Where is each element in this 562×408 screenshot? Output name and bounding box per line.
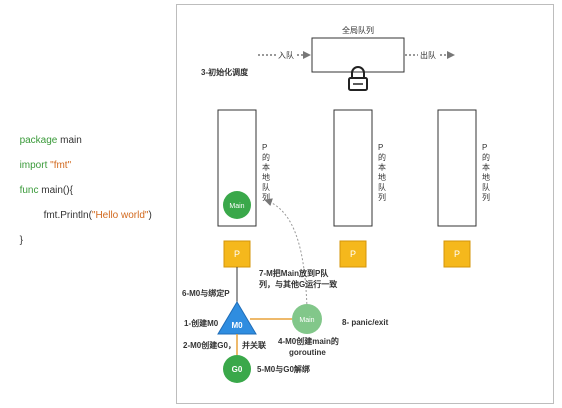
local-queue-2 — [333, 109, 373, 227]
step8-label: 8- panic/exit — [342, 318, 389, 327]
g0-label: G0 — [232, 365, 243, 374]
processor-p-label: P — [234, 249, 240, 259]
code-text: main(){ — [38, 185, 73, 196]
main-goroutine-created — [292, 304, 322, 334]
code-text: main — [57, 135, 82, 146]
lock-icon — [348, 66, 368, 91]
processor-p-label: P — [350, 249, 356, 259]
code-string: "fmt" — [47, 160, 72, 171]
processor-p-label: P — [454, 249, 460, 259]
step7-label-line1: 7-M把Main放到P队 — [259, 268, 329, 278]
step2-label-part1: 2-M0创建G0， — [183, 340, 236, 350]
code-text: } — [19, 235, 23, 246]
main-goroutine-in-queue — [223, 191, 251, 219]
code-keyword: import — [19, 160, 48, 171]
step7-label-line2: 列，与其他G运行一致 — [259, 279, 338, 289]
step5-label: 5-M0与G0解绑 — [257, 364, 310, 374]
code-text: fmt.Println( — [43, 210, 92, 221]
code-line-func: func main(){ — [14, 174, 73, 196]
main-goroutine-label: Main — [299, 317, 314, 324]
code-line-import: import "fmt" — [14, 149, 72, 171]
code-string: "Hello world" — [91, 210, 149, 221]
code-text: ) — [148, 210, 152, 221]
code-line-package: package main — [14, 124, 82, 146]
g0-goroutine — [223, 355, 251, 383]
processor-p-3 — [443, 240, 471, 268]
code-line-close: } — [14, 224, 23, 246]
dequeue-label: 出队 — [420, 50, 436, 60]
m0-label: M0 — [231, 321, 243, 330]
global-queue-label: 全局队列 — [342, 25, 374, 35]
step2-label-part2: 并关联 — [242, 340, 266, 350]
main-goroutine-label: Main — [229, 203, 244, 210]
processor-p-2 — [339, 240, 367, 268]
step4-label-line1: 4-M0创建main的 — [278, 336, 339, 346]
enqueue-label: 入队 — [278, 50, 294, 60]
step4-label-line2: goroutine — [289, 348, 326, 357]
local-queue-3 — [437, 109, 477, 227]
code-keyword: package — [19, 135, 58, 146]
code-keyword: func — [19, 185, 39, 196]
step6-label: 6-M0与绑定P — [182, 288, 230, 298]
step1-label: 1-创建M0 — [184, 318, 219, 328]
code-line-println: fmt.Println("Hello world") — [38, 199, 152, 221]
move-to-queue-arrow — [264, 198, 308, 309]
step3-label: 3-初始化调度 — [201, 67, 249, 77]
